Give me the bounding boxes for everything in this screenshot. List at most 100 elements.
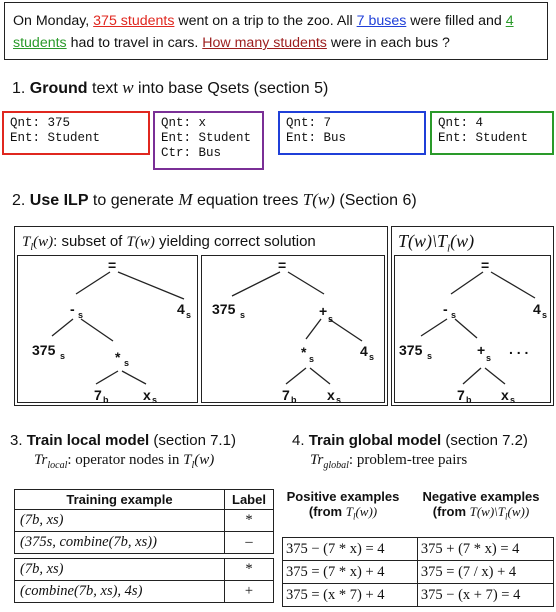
tree-3-svg: = - s 4 s 375 s + s . . . 7 b x s (399, 257, 547, 405)
edge (117, 271, 185, 300)
edge (80, 318, 114, 342)
node-4: 4 (533, 301, 541, 317)
edge (420, 318, 448, 337)
node-plus: + (477, 342, 485, 358)
node-4: 4 (360, 343, 368, 359)
qset-7: Qnt: 7 Ent: Bus (278, 111, 426, 155)
step2-var: M (178, 190, 193, 209)
step1-heading: 1. Ground text w into base Qsets (sectio… (12, 78, 328, 99)
edge (328, 318, 363, 342)
training-table: Training example Label (7b, xs) * (375s,… (14, 489, 274, 603)
tree-2: = 375 s + s * s 4 s 7 b x s (201, 255, 385, 405)
step3-heading: 3. Train local model (section 7.1) (10, 431, 236, 451)
example-cell: (7b, xs) (14, 509, 225, 532)
positive-cell: 375 = (x * 7) + 4 (282, 583, 418, 607)
step4-sub-var: Tr (310, 452, 324, 468)
node-minus-sub: s (451, 310, 456, 320)
node-375: 375 (399, 342, 423, 358)
neg-head: Negative examples (422, 489, 540, 504)
edge (121, 370, 147, 385)
tree-1-svg: = - s 4 s 375 s * s 7 b x s (32, 257, 191, 405)
edge (309, 367, 331, 385)
neg-sub: (from (432, 504, 470, 519)
edge (231, 271, 281, 297)
node-x: x (143, 387, 151, 403)
node-times: * (301, 344, 307, 360)
step3-bold: Train local model (26, 432, 150, 449)
correct-trees-frame (14, 226, 388, 406)
tree-3: = - s 4 s 375 s + s . . . 7 b x s (394, 255, 551, 405)
step3-sub-var2: T (183, 452, 192, 468)
qset-line: Qnt: 4 (438, 116, 484, 130)
node-x: x (501, 387, 509, 403)
step1-rest: into base Qsets (section 5) (133, 80, 329, 97)
node-minus-sub: s (78, 310, 83, 320)
highlight-question: How many students (202, 35, 327, 51)
qset-line: Ent: Student (10, 131, 101, 145)
node-4: 4 (177, 301, 185, 317)
positive-cell: 375 = (7 * x) + 4 (282, 560, 418, 584)
qset-375: Qnt: 375 Ent: Student (2, 111, 150, 155)
incorrect-trees-caption: T(w)\Tl(w) (398, 232, 474, 258)
node-7-sub: b (466, 395, 472, 405)
qset-line: Ent: Bus (286, 131, 347, 145)
header-label: Label (224, 489, 274, 510)
highlight-4-students: 4 students (13, 13, 514, 51)
pos-var: T (345, 504, 353, 519)
caption-var: T (22, 234, 31, 250)
step3-number: 3. (10, 432, 27, 449)
pairs-table: 375 − (7 * x) = 4 375 + (7 * x) = 4 375 … (282, 537, 555, 607)
highlight-7-buses: 7 buses (356, 13, 407, 29)
node-375-sub: s (60, 351, 65, 361)
node-equals: = (278, 257, 286, 273)
pos-arg: (w)) (355, 504, 378, 519)
step1-var: w (122, 78, 134, 97)
edge (75, 271, 111, 295)
step4-bold: Train global model (308, 432, 442, 449)
edge (51, 318, 74, 337)
edge (484, 367, 506, 385)
tree-1: = - s 4 s 375 s * s 7 b x s (17, 255, 198, 405)
node-375-sub: s (427, 351, 432, 361)
label-cell: + (224, 580, 274, 603)
step2-heading: 2. Use ILP to generate M equation trees … (12, 190, 417, 211)
step1-bold: Ground (29, 80, 88, 97)
node-x-sub: s (152, 395, 157, 405)
incorrect-trees-frame (391, 226, 554, 406)
qset-4: Qnt: 4 Ent: Student (430, 111, 554, 155)
edge (305, 318, 322, 340)
qset-line: Qnt: 375 (10, 116, 71, 130)
ellipsis: . . . (509, 341, 528, 357)
step3-sub-text: : operator nodes in (67, 452, 184, 468)
caption-right-sub: l (447, 242, 451, 255)
negative-examples-header: Negative examples (from T(w)\Tl(w)) (408, 489, 554, 525)
node-plus-sub: s (486, 353, 491, 363)
problem-text-3: were filled and (406, 13, 506, 29)
step4-rest: (section 7.2) (441, 432, 528, 449)
negative-cell: 375 − (x + 7) = 4 (416, 583, 555, 607)
caption-sub: l (30, 242, 34, 253)
negative-cell: 375 = (7 / x) + 4 (416, 560, 555, 584)
node-plus: + (319, 303, 327, 319)
positive-cell: 375 − (7 * x) = 4 (282, 537, 418, 561)
example-cell: (375s, combine(7b, xs)) (14, 531, 225, 554)
step3-sub-sub2: l (191, 460, 195, 471)
table-row: (7b, xs) * (14, 558, 274, 581)
pos-sub: (from (308, 504, 346, 519)
table-row: (7b, xs) * (14, 509, 274, 532)
step2-bold: Use ILP (29, 192, 89, 209)
problem-text-4: had to travel in cars. (66, 35, 203, 51)
step2-mid: to generate (88, 192, 179, 209)
qset-line: Ctr: Bus (161, 146, 222, 160)
positive-examples-header: Positive examples (from Tl(w)) (280, 489, 406, 525)
node-7-sub: b (103, 395, 109, 405)
node-x-sub: s (510, 395, 515, 405)
edge (450, 271, 484, 295)
qset-line: Qnt: x (161, 116, 207, 130)
label-cell: – (224, 531, 274, 554)
table-header-row: Training example Label (14, 489, 274, 510)
step1-number: 1. (12, 80, 30, 97)
pos-head: Positive examples (286, 489, 400, 504)
node-4-sub: s (369, 352, 374, 362)
node-375: 375 (32, 342, 56, 358)
